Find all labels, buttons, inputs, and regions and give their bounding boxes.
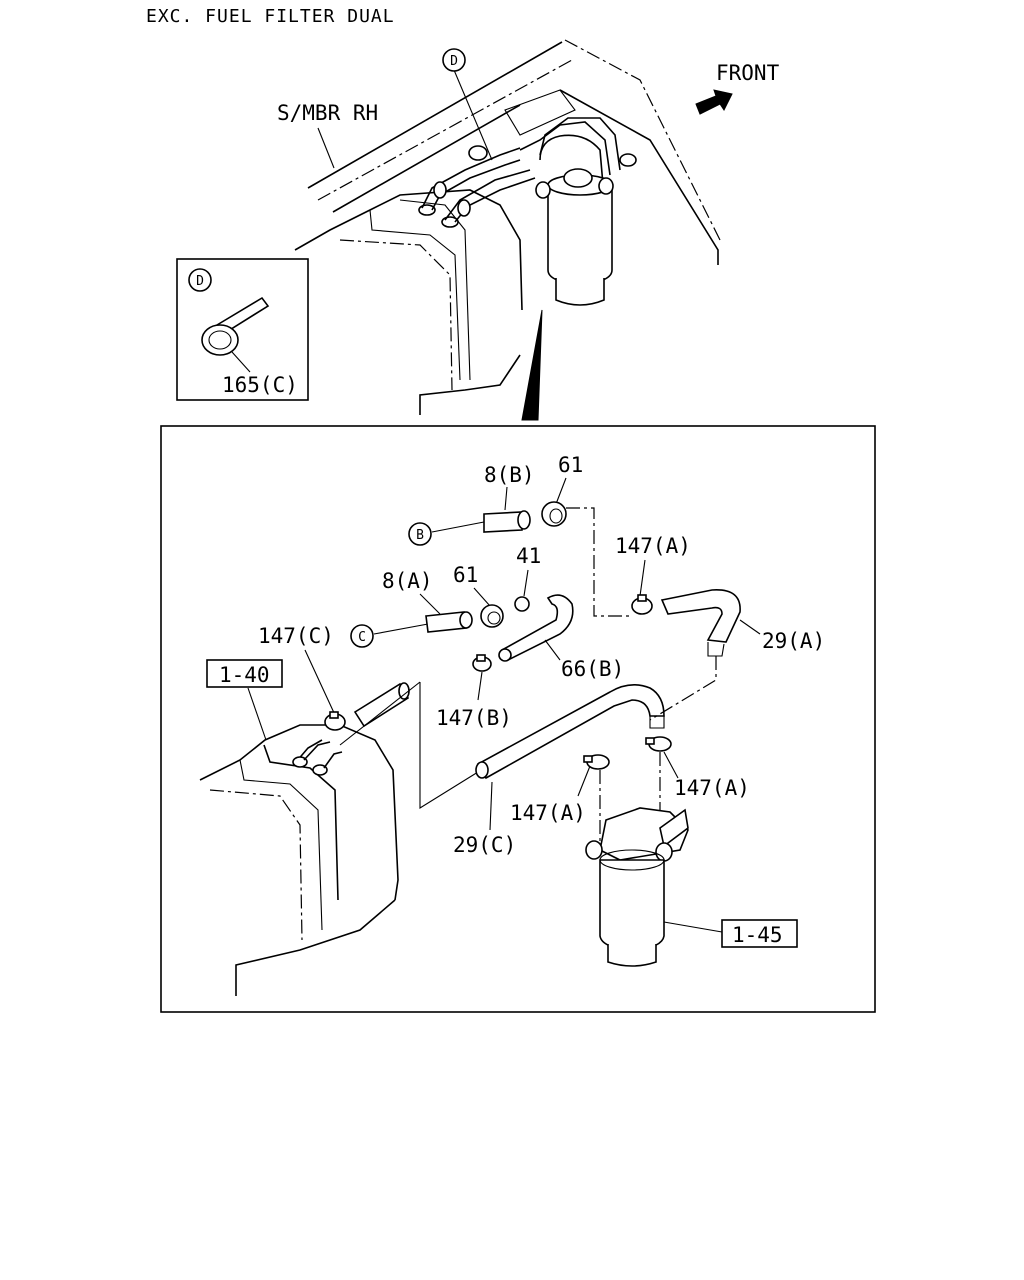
- exploded-view: 1-40 147(C) B 8(B) 61 147(A) 2: [160, 425, 876, 1013]
- label-147b: 147(B): [436, 706, 512, 730]
- label-61-mid: 61: [453, 563, 478, 587]
- label-147a-right: 147(A): [674, 776, 750, 800]
- ref-1-40: 1-40: [219, 663, 270, 687]
- overview-drawing: D FRONT S/MBR RH: [277, 39, 780, 421]
- label-8b: 8(B): [484, 463, 535, 487]
- label-8a: 8(A): [382, 569, 433, 593]
- label-41: 41: [516, 544, 541, 568]
- ref-1-45: 1-45: [732, 923, 783, 947]
- side-member-label: S/MBR RH: [277, 101, 378, 125]
- front-arrow-icon: [695, 89, 733, 115]
- front-label: FRONT: [716, 61, 780, 85]
- label-66b: 66(B): [561, 657, 624, 681]
- label-147a-left: 147(A): [510, 801, 586, 825]
- detail-d-circle-label: D: [196, 274, 204, 289]
- label-29c: 29(C): [453, 833, 516, 857]
- diagram-title: EXC. FUEL FILTER DUAL: [146, 6, 395, 27]
- overview-callout-d: D: [450, 54, 458, 69]
- clip-165c-label: 165(C): [222, 373, 298, 397]
- circle-ref-c: C: [358, 630, 366, 645]
- detail-d-inset: D 165(C): [176, 258, 309, 401]
- circle-ref-b: B: [416, 528, 424, 543]
- label-29a: 29(A): [762, 629, 825, 653]
- label-61-top: 61: [558, 453, 583, 477]
- label-147a-top: 147(A): [615, 534, 691, 558]
- detail-pointer: [521, 309, 543, 421]
- label-147c: 147(C): [258, 624, 334, 648]
